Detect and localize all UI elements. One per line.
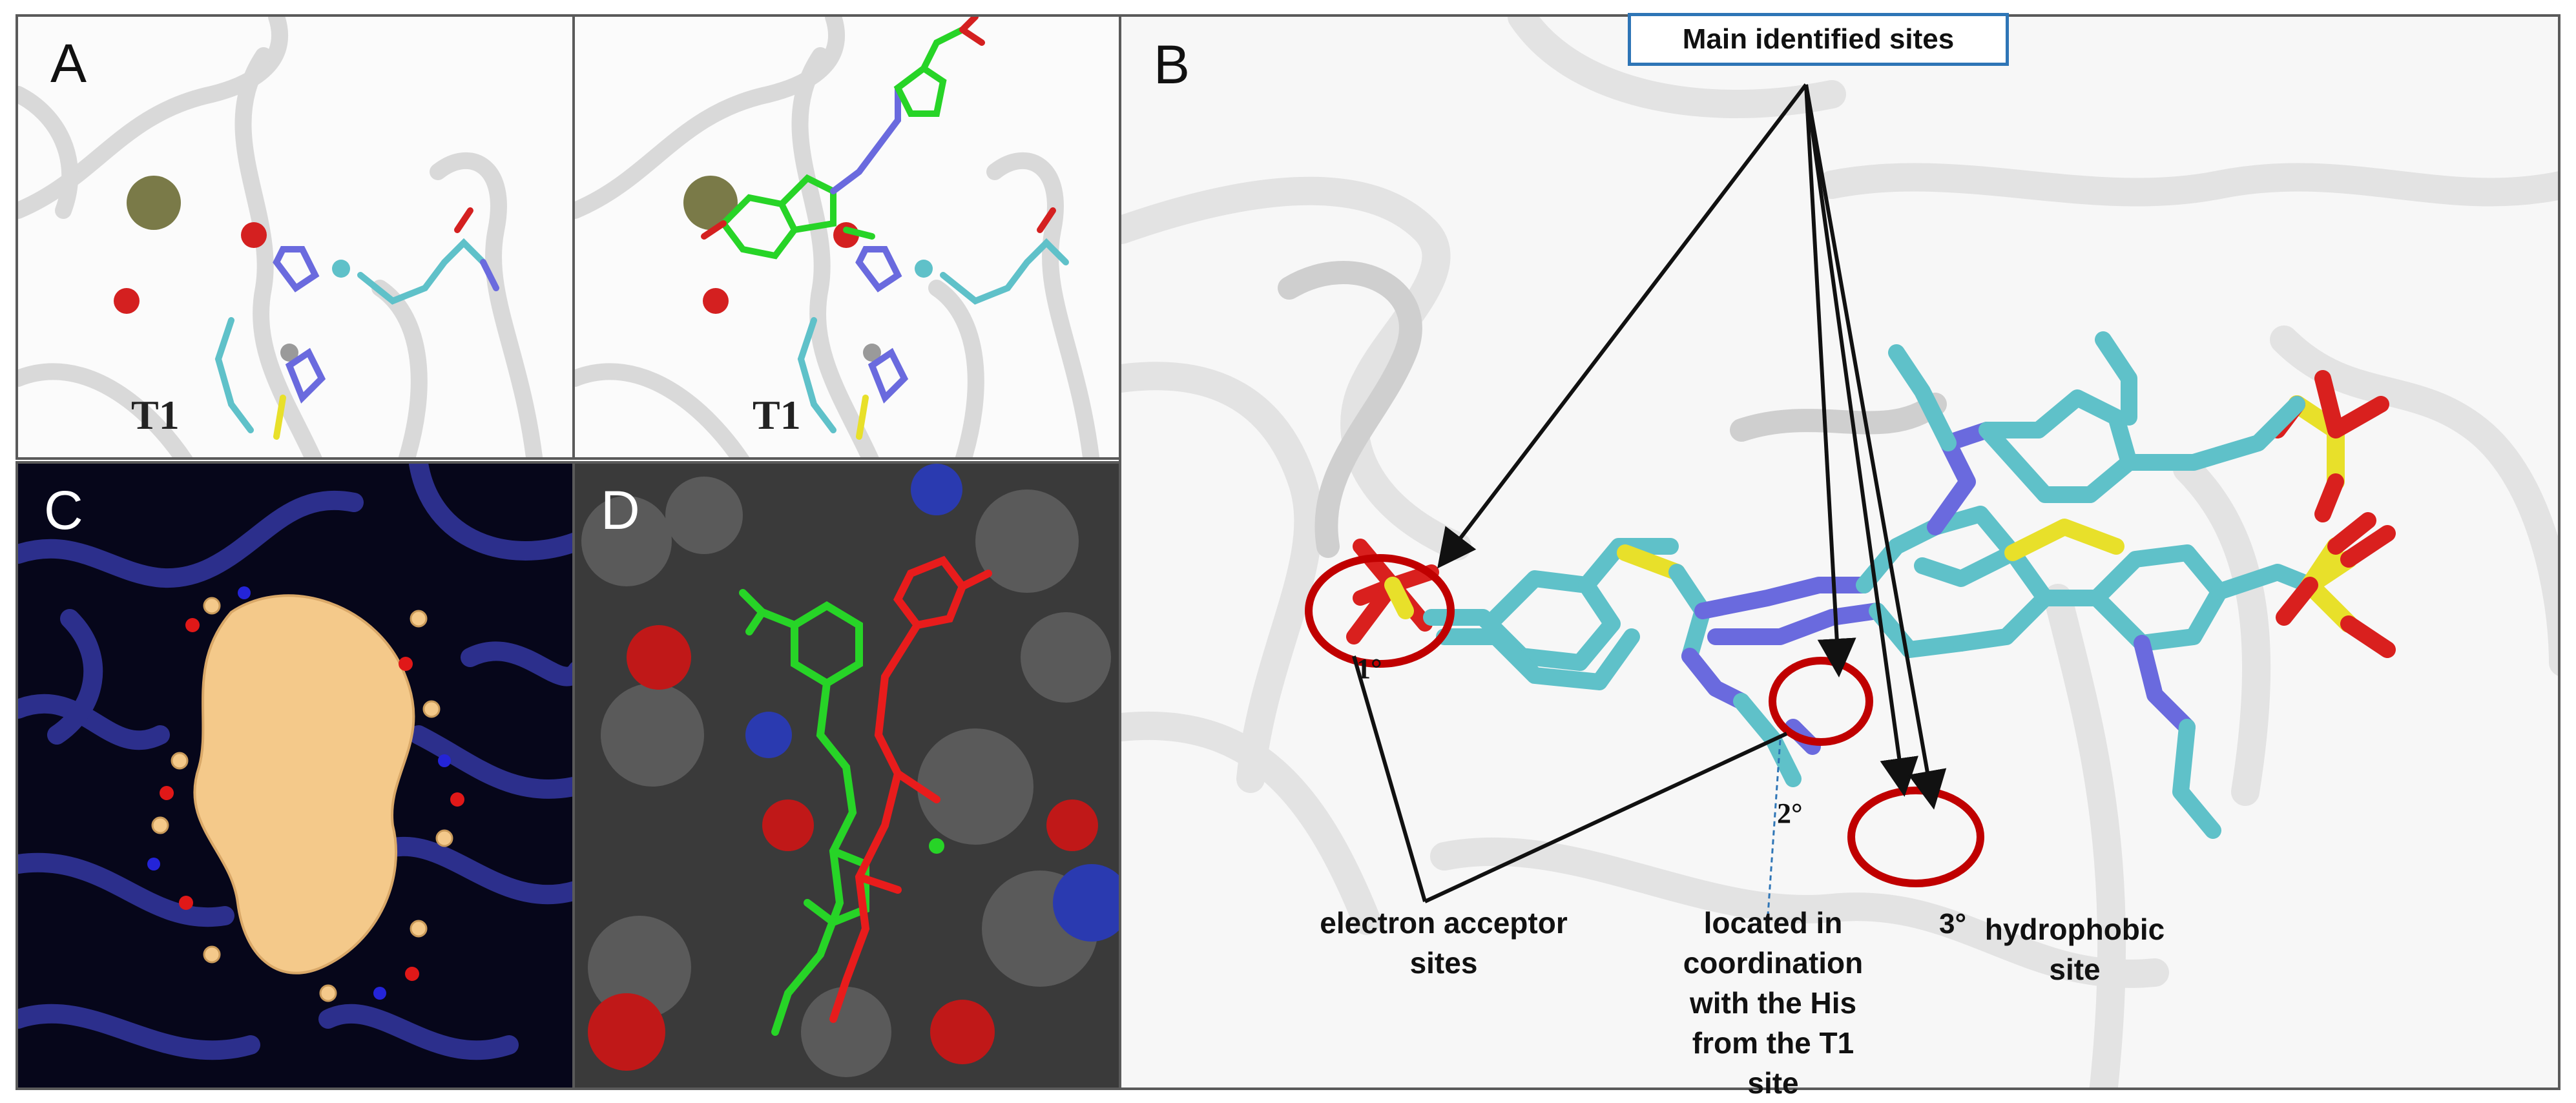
panel-a-label: A <box>50 33 87 94</box>
site-1-circle <box>1305 554 1455 668</box>
t1-site-label: T1 <box>131 392 180 438</box>
panel-c-structure <box>18 464 572 1060</box>
t1-site-label: T1 <box>753 392 801 438</box>
water-oxygen <box>241 222 267 248</box>
hydrophobic-label: hydrophobic site <box>1984 912 2165 987</box>
coordination-label: located in coordination with the His fro… <box>1683 906 1864 1100</box>
site-arrows <box>1437 83 1947 810</box>
site-2-circle <box>1769 657 1873 746</box>
electron-acceptor-lines <box>1352 655 1788 903</box>
coordination-dotted-line <box>1766 739 1781 925</box>
copper-ion <box>280 344 298 362</box>
panel-c: C <box>16 461 575 1090</box>
ligand-green <box>701 17 985 260</box>
ligand-green-pose <box>739 589 869 1036</box>
panel-b: B <box>1119 14 2560 1090</box>
copper-ion <box>332 260 350 278</box>
panel-c-label: C <box>44 480 83 541</box>
site-2-label: 2° <box>1777 798 1803 829</box>
panel-a-right: T1 <box>572 14 1121 460</box>
site-3-label: 3° <box>1939 908 1967 940</box>
panel-d: D <box>572 461 1121 1090</box>
electron-acceptor-label: electron acceptor sites <box>1320 906 1568 980</box>
panel-a-right-structure <box>575 17 1100 457</box>
panel-b-structure <box>1121 17 2558 1088</box>
panel-d-structure <box>581 464 1119 1077</box>
panel-a-left-structure <box>18 17 543 457</box>
metal-ion-large <box>127 176 181 230</box>
panel-b-label: B <box>1154 34 1190 95</box>
site-3-circle <box>1847 787 1984 887</box>
panel-a-left: A T1 <box>16 14 575 460</box>
panel-d-label: D <box>601 480 640 541</box>
water-oxygen <box>114 288 140 314</box>
binding-pocket-surface <box>193 594 415 974</box>
main-sites-label-box: Main identified sites <box>1628 13 2009 66</box>
ligand-red-pose <box>829 555 992 1023</box>
ligand-overlay <box>1346 331 2396 839</box>
copper-ion <box>929 838 944 854</box>
site-1-label: 1° <box>1356 653 1382 685</box>
